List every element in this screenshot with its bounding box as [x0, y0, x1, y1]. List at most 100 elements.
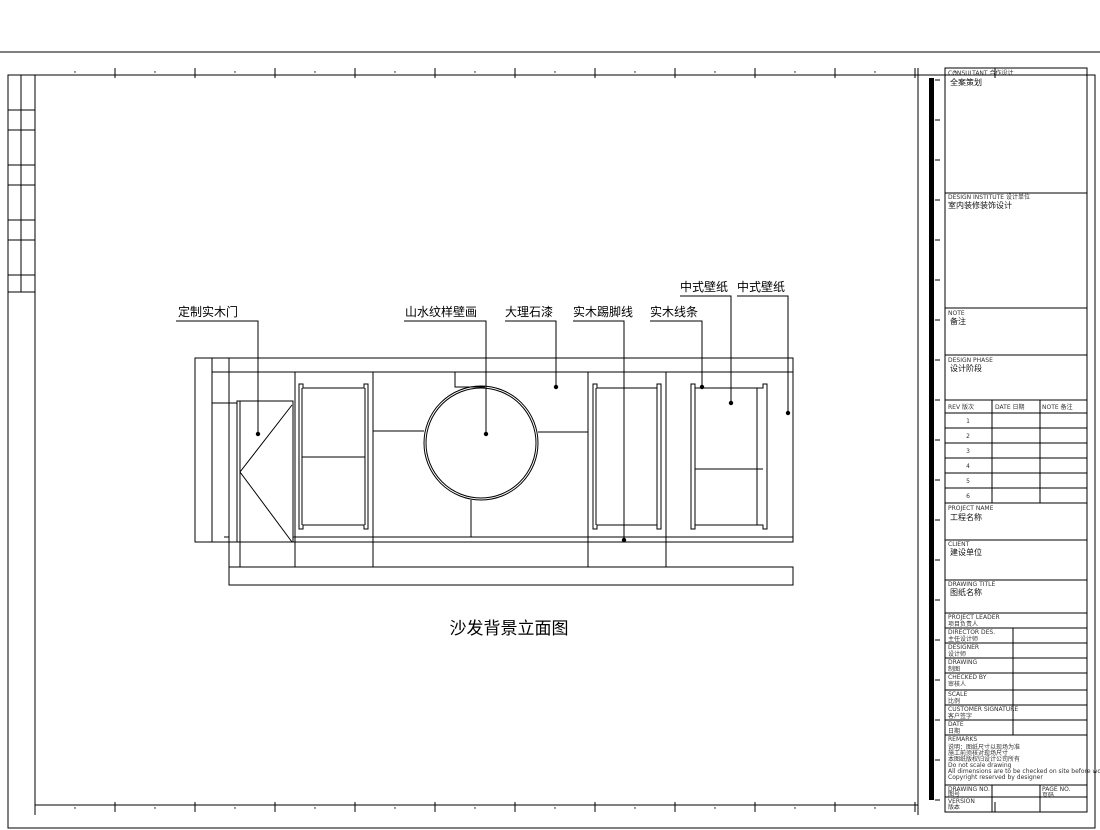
frame-dot [794, 807, 796, 809]
rev-row-number: 3 [966, 448, 970, 455]
frame-dot [554, 807, 556, 809]
sign-row-label: DRAWING [948, 659, 978, 666]
sign-row-label: DESIGNER [948, 644, 979, 651]
drawing-title: 沙发背景立面图 [450, 619, 569, 639]
svg-text:REV 版次: REV 版次 [948, 403, 974, 411]
frame-dot [314, 71, 316, 73]
frame-dot [234, 71, 236, 73]
svg-text:NOTE 备注: NOTE 备注 [1042, 403, 1073, 411]
svg-text:室内装修装饰设计: 室内装修装饰设计 [948, 200, 1012, 210]
custom-wood-door [236, 400, 294, 567]
sign-row-label: DATE [948, 721, 964, 728]
sign-row-value: 比例 [948, 697, 960, 705]
svg-text:实木踢脚线: 实木踢脚线 [573, 304, 633, 319]
rev-row-number: 6 [966, 493, 970, 500]
label-door: 定制实木门 [176, 304, 261, 437]
frame-dot [154, 807, 156, 809]
frame-dot [954, 807, 956, 809]
svg-text:页码: 页码 [1042, 791, 1054, 799]
label-wallpaper-1: 中式壁纸 [680, 279, 734, 406]
frame-dot [394, 807, 396, 809]
svg-text:中式壁纸: 中式壁纸 [680, 279, 728, 294]
frame-dot [714, 807, 716, 809]
sign-row-value: 客户签字 [948, 712, 972, 720]
sign-row-label: CHECKED BY [948, 674, 987, 681]
sofa-wall-elevation [194, 357, 794, 586]
frame-dot [474, 71, 476, 73]
title-block: CONSULTANT 合作设计 全案策划 DESIGN INSTITUTE 设计… [944, 67, 1100, 813]
label-mural: 山水纹样壁画 [404, 304, 489, 437]
remarks-line: Do not scale drawing [948, 762, 1012, 769]
sign-row-label: PROJECT LEADER [948, 614, 1000, 621]
frame-dot [554, 71, 556, 73]
rev-row-number: 1 [966, 418, 970, 425]
remarks-line: 施工前须核对现场尺寸 [948, 749, 1008, 757]
label-marble-paint: 大理石漆 [505, 305, 559, 390]
rev-row-number: 2 [966, 433, 970, 440]
svg-text:PROJECT NAME: PROJECT NAME [948, 505, 994, 512]
sign-row-label: DIRECTOR DES. [948, 629, 995, 636]
svg-text:REMARKS: REMARKS [948, 736, 977, 743]
sign-row-value: 审核人 [948, 680, 966, 688]
label-wallpaper-2: 中式壁纸 [737, 279, 791, 416]
frame-dot [634, 807, 636, 809]
sign-row-value: 制图 [948, 665, 960, 673]
svg-text:DATE 日期: DATE 日期 [995, 403, 1025, 411]
rev-row-number: 4 [966, 463, 970, 470]
frame-dot [234, 807, 236, 809]
frame-dot [634, 71, 636, 73]
frame-dot [314, 807, 316, 809]
svg-text:全案策划: 全案策划 [950, 77, 982, 87]
annotations: 定制实木门 山水纹样壁画 大理石漆 实木踢脚线 实木线条 中式壁纸 中式壁纸 沙… [176, 279, 791, 639]
sheet-frame [0, 51, 1100, 829]
rev-row-number: 5 [966, 478, 970, 485]
landscape-mural-circle [373, 372, 588, 537]
svg-text:DESIGN INSTITUTE 设计单位: DESIGN INSTITUTE 设计单位 [948, 193, 1030, 201]
wood-trim-panel-middle [592, 383, 662, 530]
wood-trim-panel-left [298, 383, 369, 530]
frame-dot [474, 807, 476, 809]
svg-text:PAGE NO.: PAGE NO. [1042, 786, 1071, 793]
margin-bar [929, 78, 934, 800]
frame-dot [874, 807, 876, 809]
remarks-line: Copyright reserved by designer [948, 774, 1043, 781]
svg-text:DESIGN PHASE: DESIGN PHASE [948, 357, 993, 364]
frame-dot [874, 71, 876, 73]
frame-dot [154, 71, 156, 73]
svg-text:CLIENT: CLIENT [948, 541, 970, 548]
sign-row-value: 项目负责人 [948, 620, 978, 628]
svg-text:实木线条: 实木线条 [650, 304, 698, 319]
svg-text:CONSULTANT 合作设计: CONSULTANT 合作设计 [948, 69, 1013, 77]
frame-dot [74, 71, 76, 73]
svg-text:中式壁纸: 中式壁纸 [737, 279, 785, 294]
svg-text:DRAWING NO.: DRAWING NO. [948, 786, 990, 793]
remarks-line: 本图纸版权归设计公司所有 [948, 755, 1020, 763]
wood-trim-panel-right [690, 383, 768, 530]
sign-row-value: 设计师 [948, 650, 966, 658]
svg-text:备注: 备注 [950, 316, 966, 326]
svg-text:图纸名称: 图纸名称 [950, 587, 982, 597]
sign-row-value: 日期 [948, 727, 960, 735]
label-wood-trim: 实木线条 [650, 304, 705, 390]
frame-dot [954, 71, 956, 73]
label-baseboard: 实木踢脚线 [573, 304, 633, 543]
remarks-line: 说明：图纸尺寸以现场为准 [948, 743, 1020, 751]
frame-dot [74, 807, 76, 809]
svg-text:版本: 版本 [948, 803, 960, 811]
frame-dot [794, 71, 796, 73]
svg-text:定制实木门: 定制实木门 [178, 304, 238, 319]
sign-row-label: SCALE [948, 691, 967, 698]
svg-text:工程名称: 工程名称 [950, 512, 982, 522]
svg-text:VERSION: VERSION [948, 798, 975, 805]
svg-text:DRAWING TITLE: DRAWING TITLE [948, 581, 996, 588]
remarks-line: All dimensions are to be checked on site… [948, 768, 1100, 775]
frame-dot [394, 71, 396, 73]
svg-text:大理石漆: 大理石漆 [505, 305, 553, 319]
sign-row-label: CUSTOMER SIGNATURE [948, 706, 1018, 713]
svg-text:建设单位: 建设单位 [950, 547, 982, 557]
frame-dot [714, 71, 716, 73]
svg-text:设计阶段: 设计阶段 [950, 363, 982, 373]
sign-row-value: 主任设计师 [948, 635, 978, 643]
svg-text:NOTE: NOTE [948, 310, 965, 317]
